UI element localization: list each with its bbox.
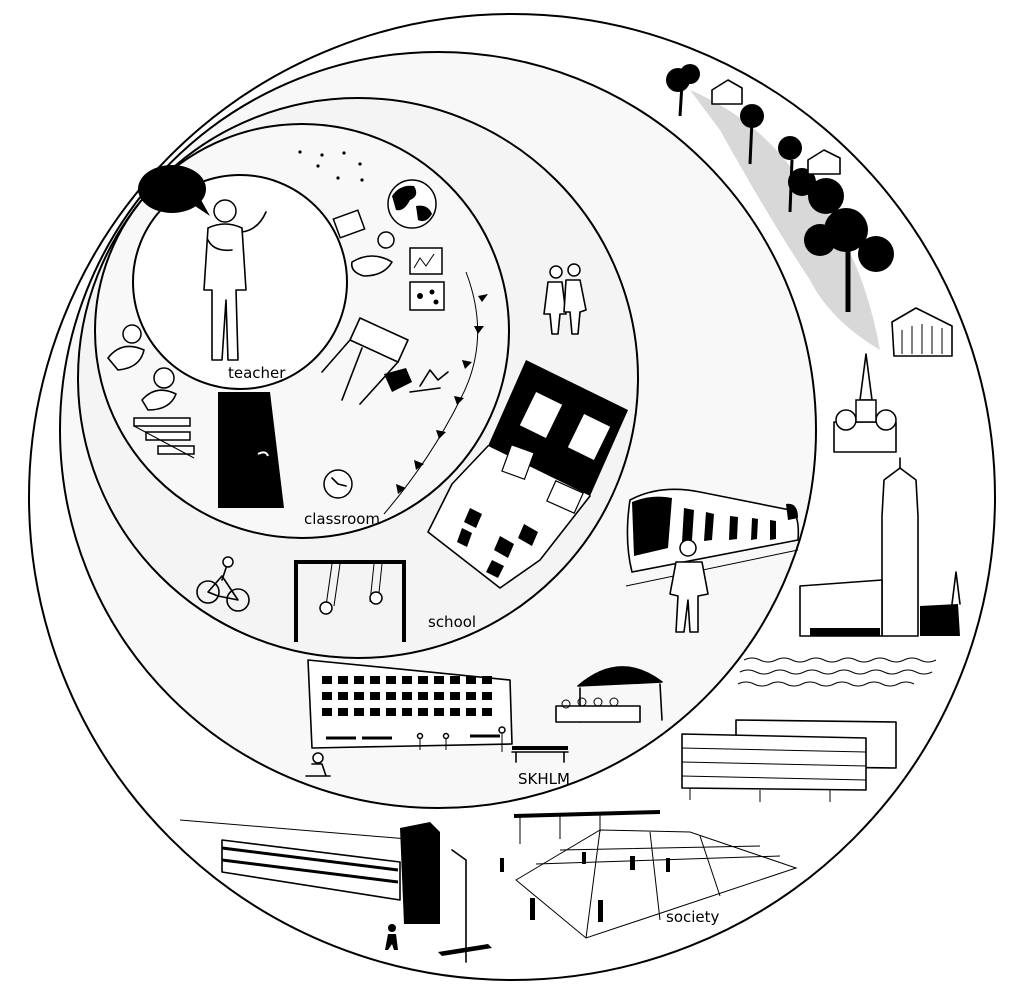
classroom-label: classroom <box>304 510 380 528</box>
market-stall-icon <box>555 666 663 723</box>
apartment-blocks-icon <box>681 719 897 802</box>
school-building-icon <box>427 360 628 589</box>
drawings-icon <box>409 247 445 311</box>
forest-icon <box>666 64 894 350</box>
skhlm-building-icon <box>307 659 513 752</box>
bicycle-icon <box>196 556 250 612</box>
cabin-icon-1 <box>711 79 743 105</box>
bench-icon <box>511 746 569 763</box>
barn-icon <box>891 307 953 357</box>
street-lamp-icon <box>438 849 492 963</box>
church-icon <box>833 353 897 453</box>
bunting-icon <box>383 271 488 515</box>
clock-icon <box>323 469 353 499</box>
door-icon <box>218 392 284 508</box>
two-people-icon <box>543 263 587 335</box>
society-label: society <box>666 908 720 926</box>
tower-building-icon <box>179 819 440 924</box>
water-icon <box>737 657 937 687</box>
globe-icon <box>387 179 437 229</box>
children-playing-icon <box>107 324 177 411</box>
school-label: school <box>428 613 476 631</box>
train-icon <box>625 488 800 587</box>
toy-blocks-icon <box>133 417 195 459</box>
cabin-icon-2 <box>807 149 841 175</box>
public-square-icon <box>500 810 798 939</box>
potted-plant-icon <box>409 369 449 393</box>
stars-icon <box>298 150 364 182</box>
tipped-chair-icon <box>321 317 412 405</box>
pedestrian-icon <box>385 924 398 950</box>
walking-man-icon <box>669 539 709 633</box>
teacher-figure <box>203 199 267 361</box>
seated-person-icon <box>305 752 331 777</box>
city-hall-icon <box>799 457 961 637</box>
kids-reading-icon <box>332 209 395 277</box>
teacher-label: teacher <box>228 364 286 382</box>
swing-set-icon <box>294 560 406 642</box>
speech-bubble-icon <box>138 165 210 216</box>
skhlm-label: SKHLM <box>518 770 570 788</box>
